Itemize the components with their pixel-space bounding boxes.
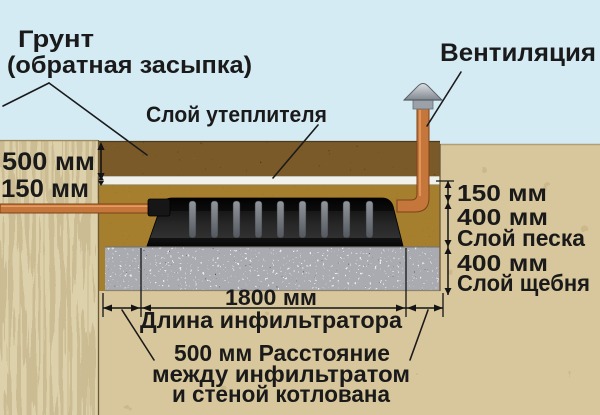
insulation-layer: [98, 176, 440, 185]
ventilation-leader: [426, 71, 462, 127]
insulation-leader: [272, 124, 319, 179]
leader-lines: [2, 71, 462, 361]
clearance-leader-left: [121, 309, 155, 361]
vent-cap-icon: [402, 83, 444, 101]
dim-insulation-150: 150 мм: [1, 175, 89, 203]
clearance-note-line2: между инфильтратом: [152, 361, 410, 387]
infiltrator-base-band: [147, 238, 403, 246]
clearance-note-line3: и стеной котлована: [172, 381, 390, 407]
dim-backfill-500: 500 мм: [2, 148, 95, 176]
clearance-note-line1: 500 мм Расстояние: [174, 340, 390, 366]
infiltrator: [146, 197, 404, 247]
dim-sand-400: 400 мм: [457, 204, 548, 230]
dim-length-1800: 1800 мм: [225, 285, 317, 310]
dim-cover-150: 150 мм: [457, 180, 547, 206]
dim-gravel-400: 400 мм: [457, 250, 548, 276]
diagram-labels: Грунт (обратная засыпка) Слой утеплителя…: [1, 26, 596, 407]
soil-label-line2: (обратная засыпка): [7, 52, 252, 79]
backfill-soil-layer: [98, 140, 440, 176]
inlet-pipe-fitting: [147, 198, 171, 217]
left-pit-wall: [0, 139, 98, 415]
gravel-layer: [105, 246, 440, 292]
bottom-dimension: [102, 248, 444, 317]
vent-pipe: [396, 83, 444, 213]
clearance-leader-right: [409, 309, 429, 361]
ventilation-label: Вентиляция: [440, 39, 596, 67]
infiltrator-ribs: [188, 200, 374, 239]
soil-leader-left: [2, 82, 50, 107]
soil-leader-right: [48, 82, 148, 156]
insulation-label: Слой утеплителя: [146, 102, 327, 127]
soil-label-line1: Грунт: [18, 26, 94, 53]
native-ground: [98, 143, 600, 415]
left-dimension: [97, 142, 105, 186]
infiltrator-length-label: Длина инфильтратора: [140, 307, 402, 333]
sand-layer-label: Слой песка: [457, 225, 585, 251]
vent-pipe-collar: [412, 99, 434, 110]
right-dimension: [436, 180, 454, 295]
inlet-pipe: [0, 198, 171, 217]
gravel-layer-label: Слой щебня: [457, 270, 590, 296]
